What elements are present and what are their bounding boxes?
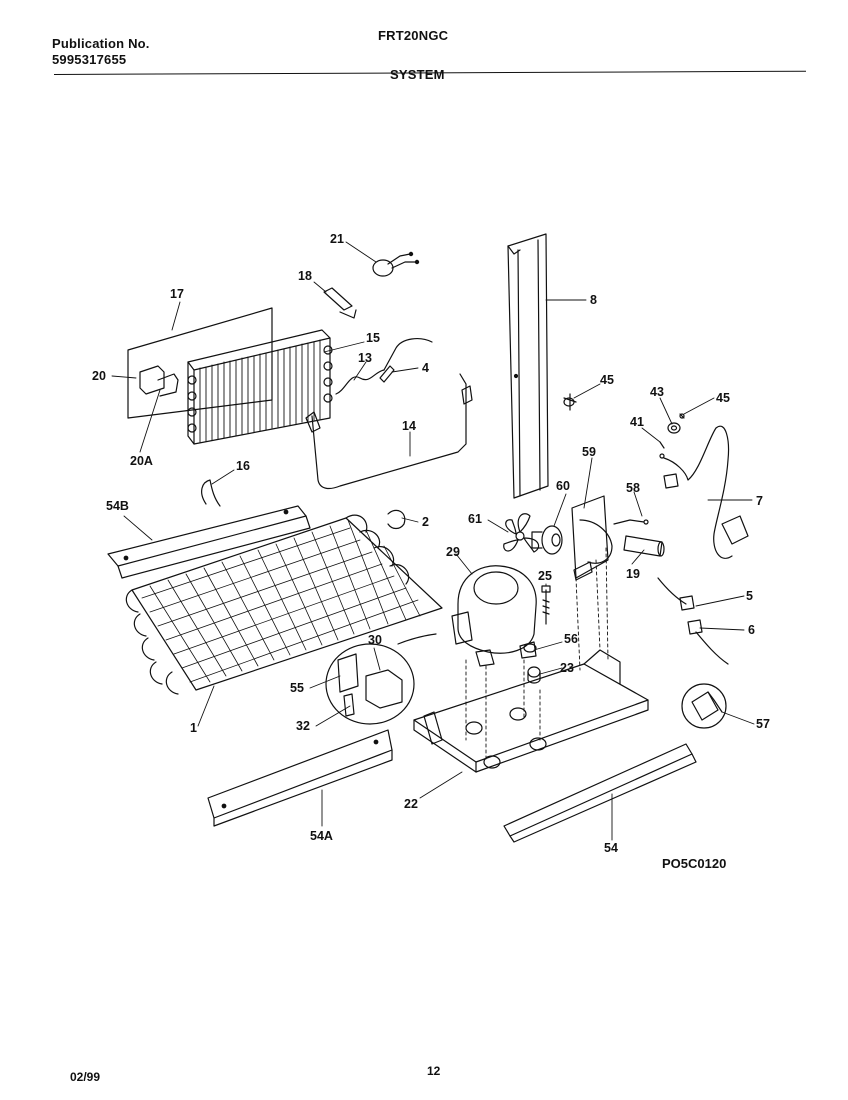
part-58-connector [613,519,649,525]
callout-30: 30 [368,633,382,647]
callout-22: 22 [404,797,418,811]
part-15-evaporator [187,329,333,445]
page-number: 12 [427,1064,441,1078]
publication-label: Publication No. [52,36,150,51]
callout-57: 57 [756,717,770,731]
part-56-grommet [523,643,537,653]
model-number: FRT20NGC [378,28,449,43]
callout-13: 13 [358,351,372,365]
part-19-tube [623,535,665,557]
part-54b-bracket [107,505,311,579]
callout-16: 16 [236,459,250,473]
part-54-bracket [503,743,697,843]
part-22-base-plate [413,649,649,773]
callout-25: 25 [538,569,552,583]
part-4-sensor [379,338,433,383]
callout-1: 1 [190,721,197,735]
callout-54a: 54A [310,829,333,843]
callout-56: 56 [564,632,578,646]
alignment-dashes [465,547,609,761]
part-60-fan-motor [531,525,563,555]
part-23-spacer [527,666,541,684]
part-20-bracket [139,365,179,397]
callout-60: 60 [556,479,570,493]
callout-18: 18 [298,269,312,283]
callout-61: 61 [468,512,482,526]
part-25-bolt [541,585,551,625]
part-5-harness [657,577,695,611]
callout-41: 41 [630,415,644,429]
part-29-compressor [397,565,537,667]
part-61-fan-blade [503,513,540,553]
part-45-screw-b [679,413,685,419]
callout-17: 17 [170,287,184,301]
part-57-grommet-inset [681,683,727,729]
callout-45b: 45 [716,391,730,405]
callout-14: 14 [402,419,416,433]
callout-55: 55 [290,681,304,695]
callout-19: 19 [626,567,640,581]
callout-43: 43 [650,385,664,399]
section-title: SYSTEM [390,67,445,82]
part-2-clip [387,509,406,530]
callout-8: 8 [590,293,597,307]
part-1-condenser [125,514,443,695]
leader-lines [111,241,755,841]
part-14-heater [305,373,473,490]
callout-5: 5 [746,589,753,603]
callout-45: 45 [600,373,614,387]
callout-21: 21 [330,232,344,246]
part-41-screw [659,441,665,459]
callout-labels: 21 18 17 15 13 4 20 20A 14 16 8 45 43 45… [92,232,770,855]
callout-20a: 20A [130,454,153,468]
callout-4: 4 [422,361,429,375]
part-21-defrost-thermostat [372,251,420,277]
part-30-55-32-relay-inset [325,643,415,725]
callout-58: 58 [626,481,640,495]
callout-20: 20 [92,369,106,383]
callout-15: 15 [366,331,380,345]
callout-54b: 54B [106,499,129,513]
callout-6: 6 [748,623,755,637]
part-6-plug [687,619,729,665]
part-18-clip [323,287,357,319]
part-8-channel [507,233,549,499]
callout-23: 23 [560,661,574,675]
callout-29: 29 [446,545,460,559]
part-13-tube [335,369,385,395]
callout-59: 59 [582,445,596,459]
part-16-clip [201,479,221,507]
callout-32: 32 [296,719,310,733]
publication-number: 5995317655 [52,52,127,67]
part-54a-bracket [207,729,393,827]
part-45-screw [563,393,577,411]
callout-2: 2 [422,515,429,529]
part-43-grommet [667,422,681,434]
part-59-fan-bracket [571,495,613,581]
callout-7: 7 [756,494,763,508]
callout-54: 54 [604,841,618,855]
part-7-power-cord [663,425,749,559]
footer-date: 02/99 [70,1070,101,1084]
diagram-code: PO5C0120 [662,856,727,871]
